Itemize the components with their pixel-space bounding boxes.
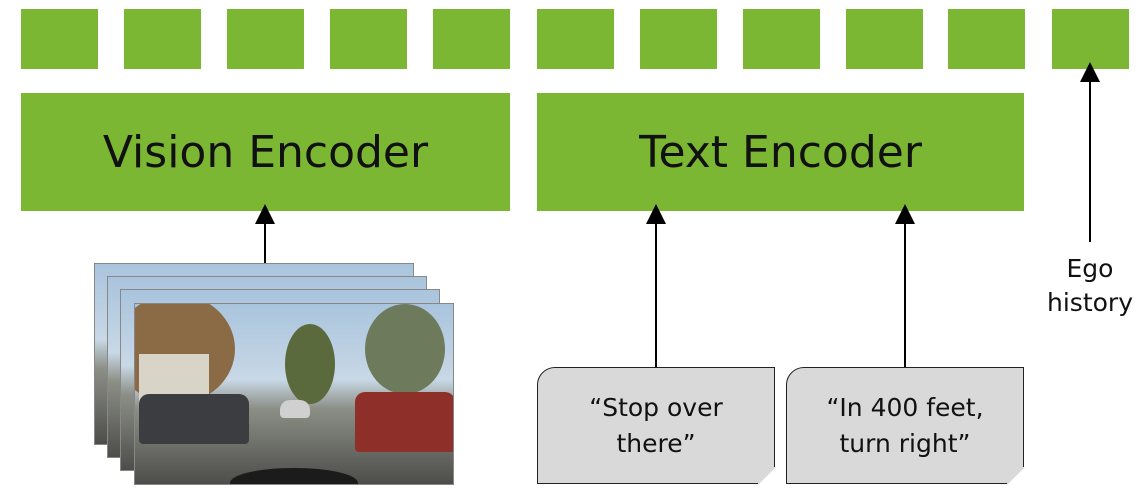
prompt-1-line-2: there” — [616, 428, 696, 458]
prompt-card-2: “In 400 feet, turn right” — [786, 367, 1025, 485]
camera-frame-1 — [134, 303, 454, 485]
token-1 — [21, 9, 98, 69]
token-3 — [227, 9, 304, 69]
token-8 — [743, 9, 820, 69]
tree — [365, 304, 445, 394]
token-11 — [1052, 9, 1129, 69]
token-7 — [640, 9, 717, 69]
prompt-2-line-2: turn right” — [839, 428, 971, 458]
token-2 — [124, 9, 201, 69]
vehicle-hood — [230, 468, 358, 484]
text-encoder-box: Text Encoder — [537, 93, 1024, 211]
ego-history-label: Ego history — [1038, 252, 1142, 320]
token-10 — [948, 9, 1025, 69]
vision-encoder-box: Vision Encoder — [21, 93, 510, 211]
car — [280, 400, 310, 418]
token-4 — [330, 9, 407, 69]
tree — [285, 324, 335, 404]
token-5 — [433, 9, 510, 69]
text-encoder-label: Text Encoder — [639, 126, 922, 178]
ego-history-line-2: history — [1047, 288, 1133, 317]
prompt-2-line-1: “In 400 feet, — [826, 392, 984, 422]
token-9 — [846, 9, 923, 69]
prompt-card-1: “Stop over there” — [537, 367, 776, 485]
car — [355, 392, 453, 452]
prompt-1-line-1: “Stop over — [589, 392, 723, 422]
ego-history-line-1: Ego — [1066, 254, 1114, 283]
vision-encoder-label: Vision Encoder — [102, 126, 429, 178]
camera-frames-stack — [94, 263, 454, 489]
car — [139, 394, 249, 444]
token-6 — [537, 9, 614, 69]
